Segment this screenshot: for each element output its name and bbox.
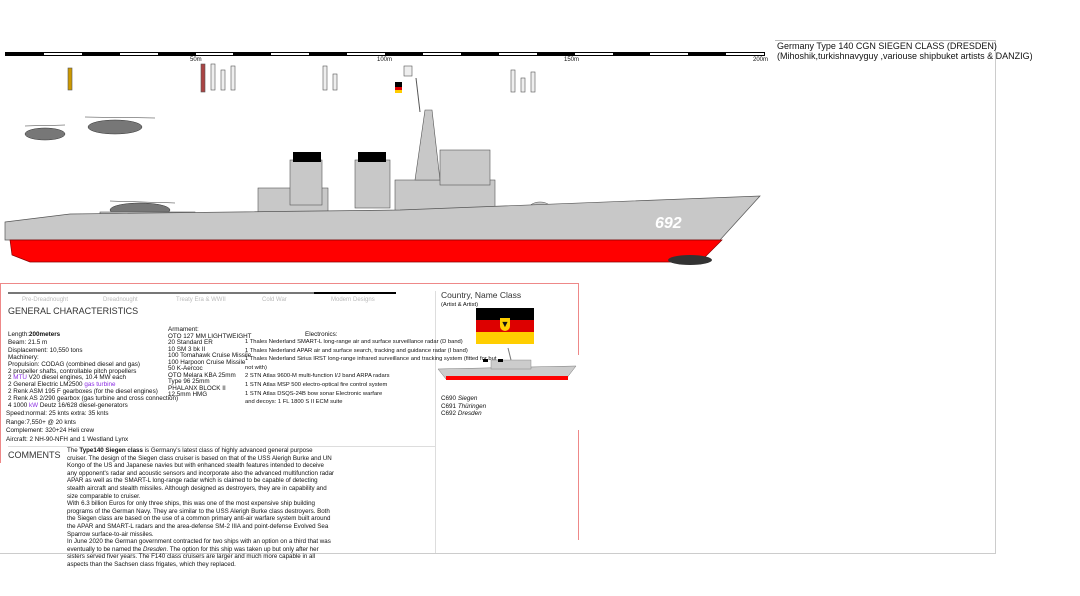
scale-segment bbox=[43, 53, 82, 55]
scale-segment bbox=[195, 53, 234, 55]
general-characteristics: Length:200meters Beam: 21.5 m Displaceme… bbox=[8, 331, 83, 355]
scale-segment bbox=[347, 53, 386, 55]
country-title: Country, Name Class bbox=[441, 290, 522, 300]
armament-item: OTO 127 MM LIGHTWEIGHT bbox=[168, 332, 252, 340]
electronics-label: Electronics: bbox=[305, 331, 338, 338]
electronics-item: 1 Thales Nederland Sirius IRST long-rang… bbox=[245, 356, 497, 363]
comment-line: Kongo of the US and Japanese navies but … bbox=[67, 462, 324, 470]
side-panel: Country, Name Class (Artist & Artist) bbox=[441, 290, 521, 308]
scale-segment bbox=[460, 53, 499, 55]
electronics-item: 2 STN Atlas 9600-M multi-function I/J ba… bbox=[245, 373, 390, 380]
armament-item: PHALANX BLOCK II bbox=[168, 384, 226, 392]
armament-item: 100 Tomahawk Cruise Missile bbox=[168, 352, 252, 359]
scale-segment bbox=[81, 53, 120, 55]
ship-thumbnail bbox=[437, 347, 577, 380]
stack-top bbox=[358, 152, 386, 162]
era-label[interactable]: Modern Designs bbox=[331, 297, 375, 303]
armament-item: 100 Harpoon Cruise Missile bbox=[168, 358, 246, 366]
stack-top bbox=[293, 152, 321, 162]
era-label[interactable]: Dreadnought bbox=[103, 297, 138, 303]
era-bar: Pre-Dreadnought Dreadnought Treaty Era &… bbox=[8, 292, 396, 303]
scale-segment bbox=[6, 53, 44, 55]
scale-segment bbox=[498, 53, 537, 55]
scale-segment bbox=[574, 53, 613, 55]
performance: Speed:normal: 25 knts extra: 35 knts Ran… bbox=[6, 410, 129, 443]
frame-bottom bbox=[0, 553, 996, 554]
electronics-item: not with) bbox=[245, 364, 267, 371]
electronics-item: 1 Thales Nederland SMART-L long-range ai… bbox=[245, 339, 463, 345]
hull-number: 692 bbox=[655, 215, 682, 232]
eagle-icon: ▼ bbox=[500, 318, 510, 331]
general-title: GENERAL CHARACTERISTICS bbox=[8, 306, 139, 316]
scale-label: 50m bbox=[190, 57, 202, 63]
electronics: 1 Thales Nederland SMART-L long-range ai… bbox=[245, 338, 496, 407]
credits: (Mihoshik,turkishnavyguy ,variouse shipb… bbox=[777, 51, 1033, 61]
electronics-item: 1 Thales Nederland APAR air and surface … bbox=[245, 347, 468, 354]
comment-line: the APAR and SMART-L radars and the area… bbox=[67, 522, 329, 530]
scale-label: 150m bbox=[564, 57, 580, 63]
armament-item: OTO Melara KBA 25mm bbox=[168, 371, 236, 379]
frame-right bbox=[995, 40, 996, 554]
info-border-top bbox=[0, 283, 578, 284]
comment-line: APAR as well as the SMART-L long-range r… bbox=[67, 477, 318, 485]
scale-segment bbox=[688, 53, 727, 55]
comments-divider bbox=[8, 446, 435, 447]
comment-line: stealth aircraft and stealth missiles. A… bbox=[67, 484, 327, 492]
info-border-right bbox=[578, 283, 579, 355]
helicopter-icon bbox=[24, 116, 176, 218]
era-label[interactable]: Cold War bbox=[262, 297, 287, 303]
scale-segment bbox=[536, 53, 575, 55]
boot-topping bbox=[9, 239, 723, 263]
electronics-item: 1 STN Atlas DSQS-24B bow sonar Electroni… bbox=[245, 390, 383, 397]
armament-item: 10 SM 3 bk II bbox=[168, 345, 206, 353]
armament-item: Type 96 25mm bbox=[168, 378, 210, 385]
ship-title: Germany Type 140 CGN SIEGEN CLASS (DRESD… bbox=[777, 41, 997, 51]
scale-segment bbox=[385, 53, 423, 55]
comment-line: programs of the German Navy. They are si… bbox=[67, 507, 330, 515]
scale-label: 200m bbox=[753, 57, 769, 63]
comment-line: With 6.3 billion Euros for only three sh… bbox=[67, 500, 315, 508]
panel-divider bbox=[435, 291, 436, 553]
machinery: Machinery: Propulsion: CODAG (combined d… bbox=[8, 354, 179, 409]
comment-line: the Siegen class are based on the use of… bbox=[67, 515, 331, 523]
scale-segment bbox=[271, 53, 310, 55]
scale-segment bbox=[119, 53, 158, 55]
info-border-right bbox=[578, 430, 579, 540]
comments-text: The Type140 Siegen class is Germany's la… bbox=[67, 447, 335, 568]
scale-label: 100m bbox=[377, 57, 393, 63]
hull bbox=[4, 195, 761, 241]
artists: (Artist & Artist) bbox=[441, 302, 479, 308]
ship-profile: 692 bbox=[4, 63, 761, 265]
frame-top bbox=[775, 40, 996, 41]
comment-line: any opponent's radar and acoustic sensor… bbox=[67, 469, 335, 477]
scale-segment bbox=[612, 53, 651, 55]
electronics-item: and decoys: 1 FL 1800 S II ECM suite bbox=[245, 399, 343, 406]
comment-line: cruiser. The design of the Siegen class … bbox=[67, 454, 332, 462]
title: Germany Type 140 CGN SIEGEN CLASS (DRESD… bbox=[777, 41, 1033, 61]
scale-bar bbox=[5, 52, 765, 56]
scale-segment bbox=[157, 53, 196, 55]
scale-segment bbox=[309, 53, 348, 55]
info-border-left bbox=[0, 283, 1, 463]
armament-item: 12.5mm HMG bbox=[168, 391, 208, 398]
ship-names: C690 Siegen C691 Thüringen C692 Dresden bbox=[441, 395, 487, 417]
era-label[interactable]: Pre-Dreadnought bbox=[22, 297, 69, 303]
weapons-row bbox=[67, 63, 536, 93]
scale-segment bbox=[233, 53, 272, 55]
comment-line: Sparrow surface-to-air missiles. bbox=[67, 530, 154, 538]
era-label[interactable]: Treaty Era & WWII bbox=[176, 297, 226, 303]
scale-segment bbox=[422, 53, 461, 55]
scale-segment bbox=[726, 53, 765, 55]
electronics-item: 1 STN Atlas MSP 500 electro-optical fire… bbox=[245, 381, 388, 388]
comments-label: COMMENTS bbox=[8, 450, 61, 460]
german-flag: ▼ bbox=[476, 308, 534, 344]
comment-line: size comparable to cruiser. bbox=[67, 492, 141, 500]
scale-segment bbox=[650, 53, 689, 55]
armament-item: 20 Standard ER bbox=[168, 339, 213, 346]
armament-item: 50 K-Aercoc bbox=[168, 365, 203, 372]
